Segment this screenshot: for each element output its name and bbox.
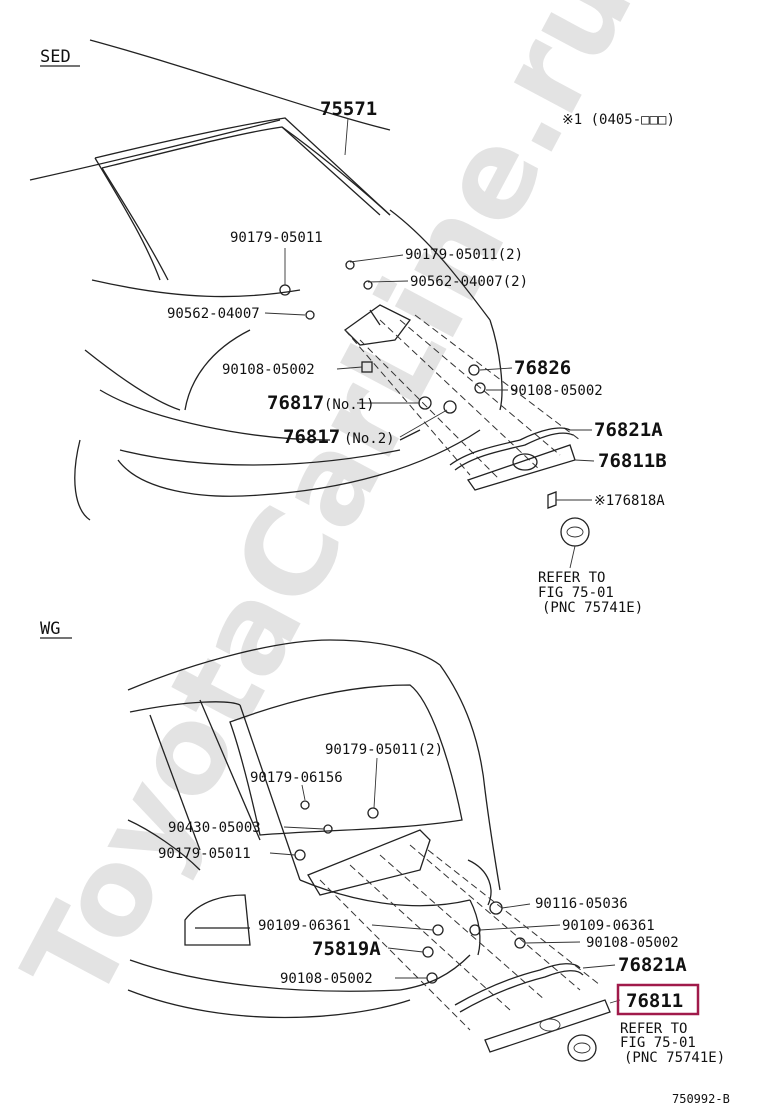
wg-plate-76811	[484, 999, 611, 1053]
wg-part-label-75819a: 75819A	[312, 938, 381, 960]
part-label-90108-05002-a: 90108-05002	[222, 362, 315, 378]
sed-emblem	[560, 517, 590, 569]
part-label-76826: 76826	[514, 357, 571, 379]
wg-garnish-76821a	[454, 963, 584, 1013]
part-label-76817-no2-suffix: (No.2)	[344, 431, 395, 447]
figure-id: 750992-B	[672, 1092, 730, 1106]
part-label-76811b: 76811B	[598, 450, 667, 472]
part-label-76818a: ※176818A	[594, 493, 665, 509]
wg-part-label-90108-05002-b: 90108-05002	[280, 971, 373, 987]
part-label-76817-no1-suffix: (No.1)	[324, 397, 375, 413]
wg-part-label-90179-05011: 90179-05011	[158, 846, 251, 862]
part-label-76817-no1: 76817	[267, 392, 324, 414]
wg-part-label-90179-06156: 90179-06156	[250, 770, 343, 786]
wagon-rear-window	[229, 684, 463, 836]
wg-emblem	[567, 1034, 597, 1062]
wg-part-label-90430-05003: 90430-05003	[168, 820, 261, 836]
wagon-license-bracket	[307, 829, 431, 896]
section-label-sed: SED	[40, 47, 71, 67]
wagon-hatch-edge	[467, 859, 492, 906]
sed-refer-line1: REFER TO	[538, 570, 605, 586]
wg-part-label-90108-05002-a: 90108-05002	[586, 935, 679, 951]
watermark: ToyotaCarLine.ru	[0, 0, 661, 1024]
part-label-90562-04007: 90562-04007	[167, 306, 260, 322]
wagon-tail-lamp	[184, 894, 251, 946]
sed-leader-lines	[264, 248, 595, 501]
highlight-box-76811[interactable]	[616, 983, 700, 1016]
part-label-76817-no2: 76817	[283, 426, 340, 448]
wg-part-label-90116-05036: 90116-05036	[535, 896, 628, 912]
sed-guide-lines	[344, 314, 581, 481]
part-label-76821a: 76821A	[594, 419, 663, 441]
note-label: ※1 (0405-□□□)	[562, 112, 675, 128]
wg-part-label-76821a: 76821A	[618, 954, 687, 976]
sed-plate-76811b	[466, 444, 576, 491]
wg-refer-line2: FIG 75-01	[620, 1035, 696, 1051]
part-label-75571: 75571	[320, 98, 377, 120]
wagon-body-outline	[127, 639, 501, 1019]
part-label-90562-04007-2: 90562-04007(2)	[410, 274, 528, 290]
wg-part-label-90109-06361-b: 90109-06361	[562, 918, 655, 934]
part-label-90108-05002-b: 90108-05002	[510, 383, 603, 399]
wg-leader-lines	[269, 757, 621, 1004]
rear-window-moulding	[94, 117, 391, 281]
part-label-90179-05011-2: 90179-05011(2)	[405, 247, 523, 263]
wg-part-label-76811[interactable]: 76811	[626, 990, 683, 1012]
sed-refer-line3: (PNC 75741E)	[542, 600, 643, 616]
wg-refer-line3: (PNC 75741E)	[624, 1050, 725, 1066]
wg-refer-line1: REFER TO	[620, 1021, 687, 1037]
leader-75571	[344, 117, 349, 156]
sed-license-bracket	[343, 304, 411, 346]
wg-part-label-90179-05011-2: 90179-05011(2)	[325, 742, 443, 758]
sed-garnish-76821a	[449, 427, 574, 471]
sedan-body-outline	[29, 39, 503, 521]
wg-part-label-90109-06361-a: 90109-06361	[258, 918, 351, 934]
section-label-wg: WG	[40, 619, 60, 639]
part-label-90179-05011: 90179-05011	[230, 230, 323, 246]
sed-clip-76818a	[547, 491, 557, 509]
wg-guide-lines	[319, 844, 601, 1031]
sed-refer-line2: FIG 75-01	[538, 585, 614, 601]
